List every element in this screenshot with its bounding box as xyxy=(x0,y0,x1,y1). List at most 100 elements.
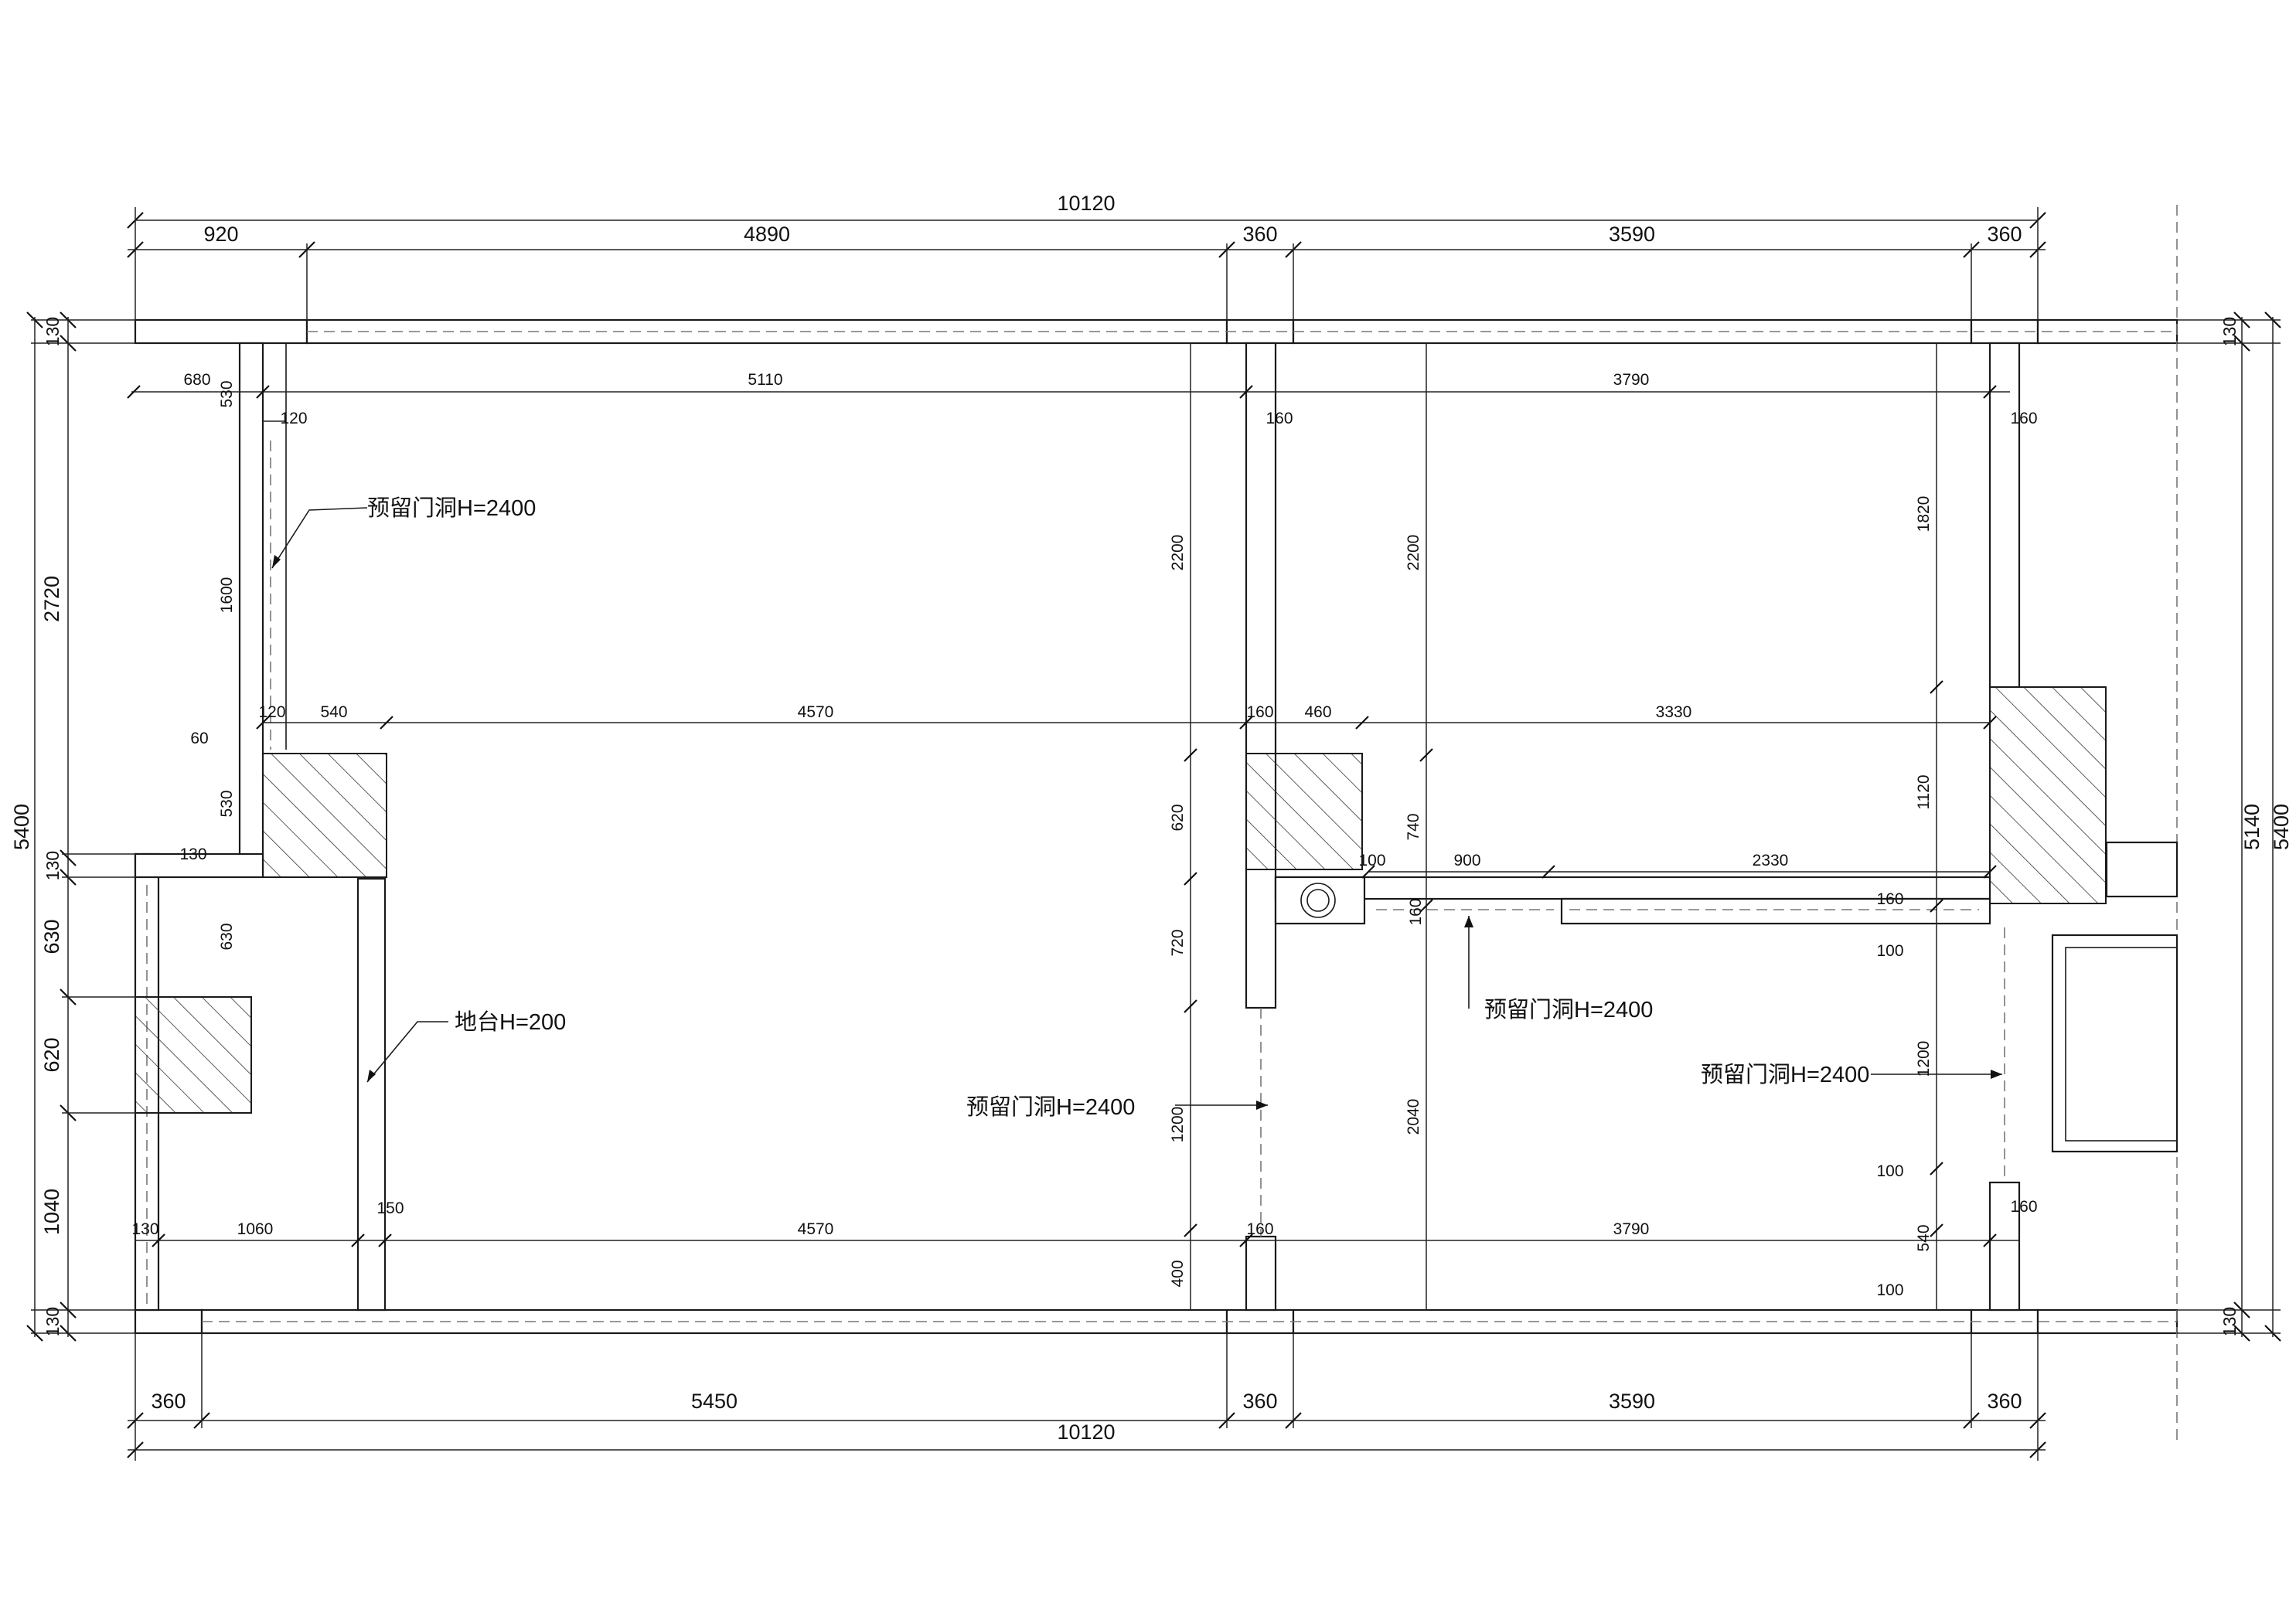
interior-walls xyxy=(356,342,2178,1312)
dim-top-total: 10120 xyxy=(1057,192,1115,215)
dim-v-740: 740 xyxy=(1405,813,1422,840)
dim-right-130-top: 130 xyxy=(2219,317,2240,346)
column-left-upper xyxy=(262,753,387,878)
columns xyxy=(135,686,2107,1114)
dim-left-2720: 2720 xyxy=(40,576,63,622)
dim-r4-1060: 1060 xyxy=(237,1220,274,1238)
dim-left-620: 620 xyxy=(40,1037,63,1072)
note-door-opening-4: 预留门洞H=2400 xyxy=(1701,1062,1869,1087)
partition-wall-1 xyxy=(1245,342,1277,1009)
dim-r3-2330: 2330 xyxy=(1753,852,1789,869)
dim-v-2040: 2040 xyxy=(1405,1099,1422,1135)
dim-left-130-top: 130 xyxy=(43,317,63,346)
dim-bottom-360c: 360 xyxy=(1987,1390,2022,1413)
exterior-walls xyxy=(134,205,2178,1445)
dim-r1-5110: 5110 xyxy=(748,371,782,389)
left-wall-upper xyxy=(238,342,264,878)
dim-inner-1600: 1600 xyxy=(218,577,236,614)
note-platform: 地台H=200 xyxy=(455,1009,566,1035)
partition-wall-1-lower xyxy=(1245,1235,1277,1312)
dim-r3-100b: 100 xyxy=(1876,942,1903,960)
dim-r2-160: 160 xyxy=(1246,703,1273,721)
dim-inner-60: 60 xyxy=(190,730,208,747)
note-door-opening-3: 预留门洞H=2400 xyxy=(1484,997,1653,1022)
dim-r4-3790: 3790 xyxy=(1613,1220,1650,1238)
dim-bottom-3590: 3590 xyxy=(1609,1390,1655,1413)
dim-v-620: 620 xyxy=(1169,804,1187,831)
dim-inner-630b: 630 xyxy=(218,923,236,950)
dim-r4-100b: 100 xyxy=(1876,1281,1903,1299)
dim-right-130-bottom: 130 xyxy=(2219,1307,2240,1336)
right-annex-inner xyxy=(2065,947,2178,1142)
dim-r2-3330: 3330 xyxy=(1656,703,1692,721)
left-wall-return xyxy=(134,852,264,879)
dim-r4-100a: 100 xyxy=(1876,1162,1903,1180)
dim-inner-530b: 530 xyxy=(218,790,236,817)
pipe-icon-inner xyxy=(1306,889,1330,912)
dim-v-1820: 1820 xyxy=(1915,496,1933,532)
top-wall-right xyxy=(1292,318,1973,345)
dim-r3-900: 900 xyxy=(1453,852,1480,869)
dim-r2-460: 460 xyxy=(1304,703,1331,721)
dim-left-5400: 5400 xyxy=(10,804,33,850)
dim-v-540: 540 xyxy=(1915,1224,1933,1251)
dim-r2-4570: 4570 xyxy=(798,703,834,721)
dim-top-4890: 4890 xyxy=(744,223,790,246)
dim-left-1040: 1040 xyxy=(40,1189,63,1235)
column-left-lower xyxy=(135,996,252,1114)
dim-v-720: 720 xyxy=(1169,929,1187,956)
dim-bottom-total: 10120 xyxy=(1057,1421,1115,1444)
partition-wall-2 xyxy=(1988,342,2021,689)
dimension-lines xyxy=(26,207,2281,1461)
corridor-wall xyxy=(1274,876,1991,900)
dim-r3-160b: 160 xyxy=(1876,890,1903,908)
dim-v-400: 400 xyxy=(1169,1260,1187,1287)
dim-r2-540: 540 xyxy=(320,703,347,721)
dim-r3-100: 100 xyxy=(1358,852,1385,869)
dim-right-5400: 5400 xyxy=(2270,804,2293,850)
leader-lines xyxy=(271,507,2002,1110)
top-wall-left xyxy=(134,318,308,345)
dim-r1-3790: 3790 xyxy=(1613,371,1650,389)
note-door-opening-1: 预留门洞H=2400 xyxy=(367,495,536,521)
column-right xyxy=(1989,686,2107,904)
dim-r1-160a: 160 xyxy=(1266,410,1293,427)
dim-v-1200b: 1200 xyxy=(1915,1041,1933,1077)
dim-top-360b: 360 xyxy=(1987,223,2022,246)
dim-left-130-mid: 130 xyxy=(43,851,63,880)
column-middle xyxy=(1245,753,1363,870)
dim-r1-680: 680 xyxy=(183,371,210,389)
dim-right-5140: 5140 xyxy=(2240,804,2264,850)
dim-r3-130: 130 xyxy=(179,846,206,863)
dim-left-130-bottom: 130 xyxy=(43,1307,63,1336)
dim-r4-4570: 4570 xyxy=(798,1220,834,1238)
corridor-wall-lower xyxy=(1560,897,1991,925)
annotations: 预留门洞H=2400 地台H=200 预留门洞H=2400 预留门洞H=2400… xyxy=(367,495,1869,1120)
dim-top-920: 920 xyxy=(203,223,238,246)
dim-r4-160b: 160 xyxy=(2010,1198,2037,1216)
dim-r4-150: 150 xyxy=(376,1199,404,1217)
dim-left-630: 630 xyxy=(40,919,63,954)
dim-r1-160b: 160 xyxy=(2010,410,2037,427)
right-small-ledge xyxy=(2105,841,2178,898)
bottom-wall-left-column xyxy=(134,1308,203,1335)
dim-v-2200a: 2200 xyxy=(1169,535,1187,571)
drain-pipe xyxy=(1274,876,1366,925)
pipe-icon xyxy=(1300,883,1336,918)
dimension-texts: 10120 920 4890 360 3590 360 360 5450 360… xyxy=(10,192,2293,1444)
dim-top-360a: 360 xyxy=(1242,223,1277,246)
dim-top-3590: 3590 xyxy=(1609,223,1655,246)
dim-r4-130: 130 xyxy=(131,1220,158,1238)
dim-r3-160a: 160 xyxy=(1407,898,1425,925)
dim-r4-160a: 160 xyxy=(1246,1220,1273,1238)
partition-wall-2-lower xyxy=(1988,1181,2021,1312)
dim-v-1120: 1120 xyxy=(1915,774,1933,809)
dim-bottom-360a: 360 xyxy=(151,1390,186,1413)
right-annex-room xyxy=(2051,934,2178,1153)
dim-bottom-360b: 360 xyxy=(1242,1390,1277,1413)
dim-r2-120: 120 xyxy=(258,703,285,721)
dim-inner-530: 530 xyxy=(218,380,236,407)
dim-bottom-5450: 5450 xyxy=(691,1390,738,1413)
dim-r1-120: 120 xyxy=(280,410,307,427)
